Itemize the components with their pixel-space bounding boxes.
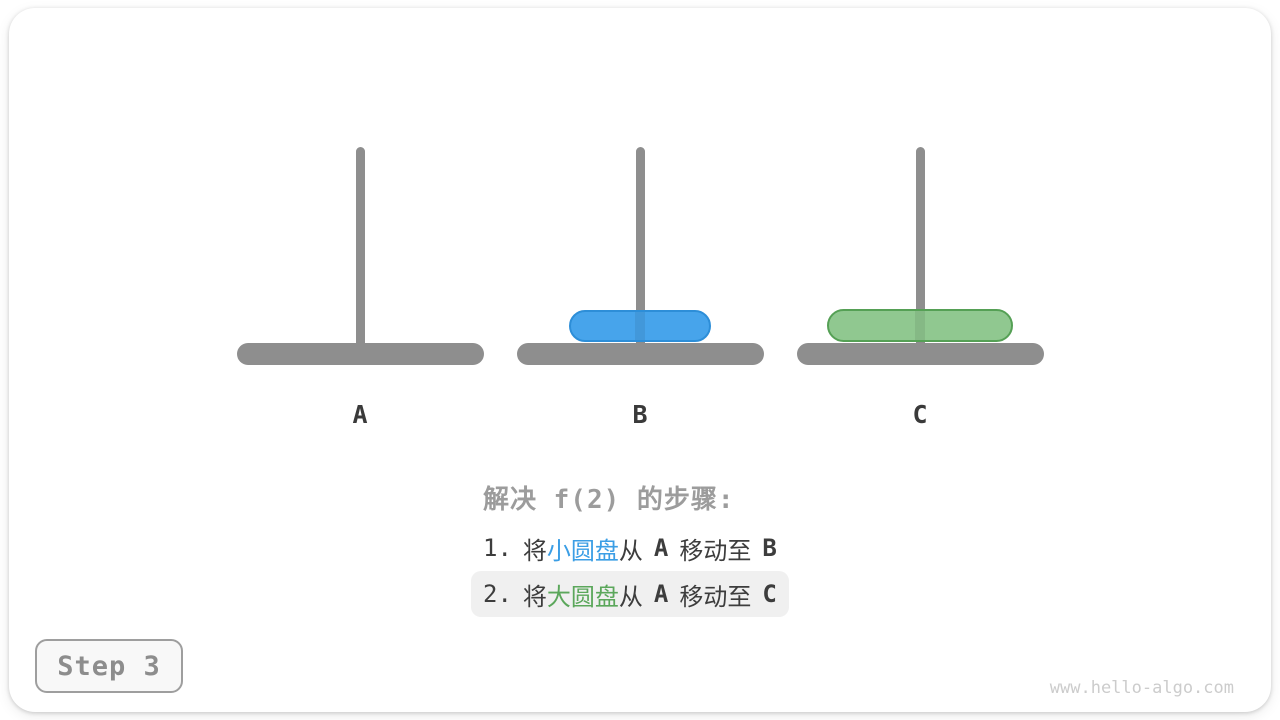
- from-pillar-letter: A: [653, 534, 669, 562]
- step-line-1: 1. 将 小圆盘 从 A 移动至 B: [471, 525, 789, 571]
- pillar-b-base: [517, 343, 764, 365]
- large-disk-word: 大圆盘: [546, 582, 619, 611]
- pillar-c-label: C: [912, 400, 928, 429]
- pole-seam: [915, 311, 925, 340]
- pillar-a-base: [237, 343, 484, 365]
- pillar-b-pole: [636, 147, 645, 344]
- step-number: 1.: [483, 534, 512, 562]
- to-pillar-letter: C: [762, 580, 777, 608]
- pillar-b-label: B: [632, 400, 648, 429]
- step-text: 移动至: [679, 536, 752, 565]
- pillar-a-pole: [356, 147, 365, 344]
- step-text: 从: [618, 582, 643, 611]
- watermark: www.hello-algo.com: [1049, 678, 1234, 698]
- step-badge: Step 3: [35, 639, 183, 693]
- steps-heading: 解决 f(2) 的步骤:: [483, 485, 735, 515]
- small-disk-word: 小圆盘: [546, 536, 619, 565]
- to-pillar-letter: B: [762, 534, 777, 562]
- from-pillar-letter: A: [653, 580, 669, 608]
- step-number: 2.: [483, 580, 512, 608]
- step-line-2-highlighted: 2. 将 大圆盘 从 A 移动至 C: [471, 571, 789, 617]
- pillar-a-label: A: [352, 400, 368, 429]
- pillar-c-pole: [916, 147, 925, 344]
- pole-seam: [635, 312, 645, 340]
- step-text: 移动至: [679, 582, 752, 611]
- step-badge-label: Step 3: [57, 650, 161, 682]
- step-text: 从: [618, 536, 643, 565]
- small-disk: [569, 310, 711, 342]
- step-text: 将: [522, 536, 547, 565]
- large-disk: [827, 309, 1013, 342]
- step-text: 将: [522, 582, 547, 611]
- pillar-c-base: [797, 343, 1044, 365]
